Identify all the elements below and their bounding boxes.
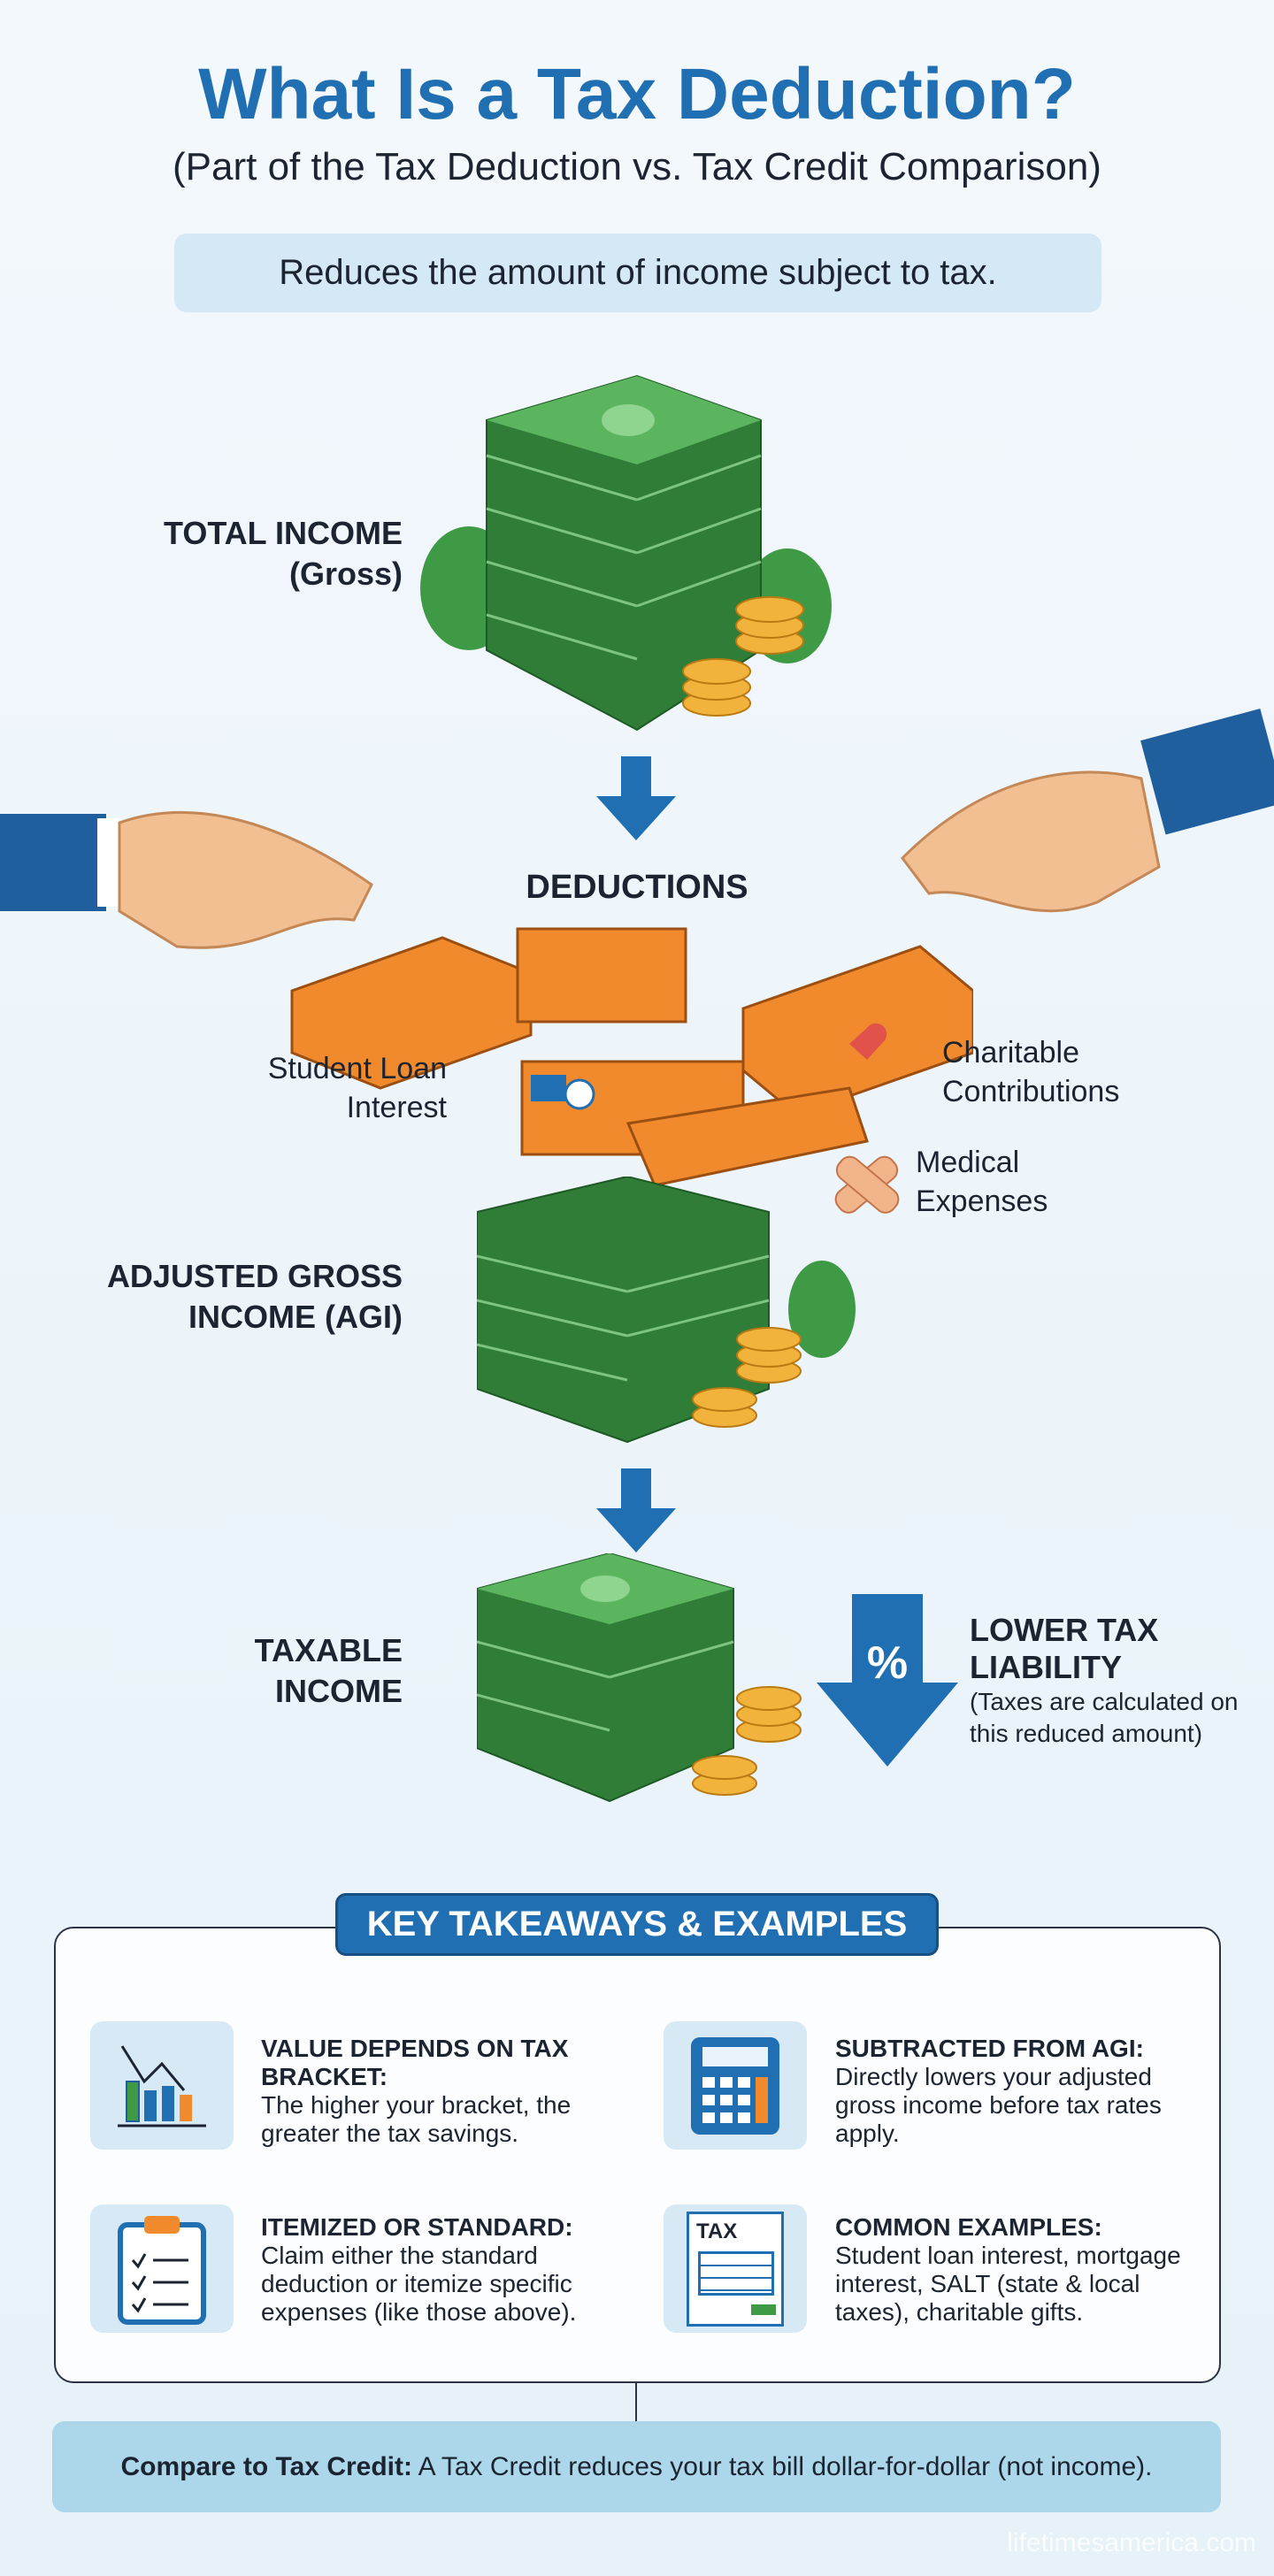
right-hand-illustration — [901, 708, 1274, 913]
page-subtitle: (Part of the Tax Deduction vs. Tax Credi… — [173, 145, 1101, 188]
percent-down-arrow-icon — [817, 1594, 958, 1767]
lower-tax-line1: LOWER TAX — [970, 1612, 1159, 1648]
takeaway-body: Student loan interest, mortgage interest… — [835, 2242, 1181, 2326]
key-takeaways-header: KEY TAKEAWAYS & EXAMPLES — [335, 1893, 939, 1956]
tax-form-label: TAX — [696, 2219, 738, 2243]
total-income-sub: (Gross) — [288, 556, 403, 592]
student-loan-line1: Student Loan — [267, 1052, 447, 1085]
lower-tax-block: LOWER TAX LIABILITY (Taxes are calculate… — [970, 1612, 1239, 1750]
taxable-income-label: TAXABLE INCOME — [142, 1630, 403, 1712]
takeaway-body: Claim either the standard deduction or i… — [261, 2242, 577, 2326]
takeaway-body: Directly lowers your adjusted gross inco… — [835, 2063, 1162, 2147]
compare-text: A Tax Credit reduces your tax bill dolla… — [412, 2451, 1153, 2481]
medical-label: Medical Expenses — [916, 1143, 1048, 1221]
calculator-icon — [664, 2021, 807, 2150]
tax-form-icon: TAX — [664, 2204, 807, 2333]
page-title: What Is a Tax Deduction? — [198, 54, 1076, 134]
lower-tax-line2: LIABILITY — [970, 1649, 1122, 1685]
compare-label: Compare to Tax Credit: — [120, 2451, 413, 2481]
takeaway-title: SUBTRACTED FROM AGI: — [835, 2035, 1144, 2062]
definition-banner: Reduces the amount of income subject to … — [174, 234, 1101, 312]
medical-line1: Medical — [916, 1146, 1020, 1179]
deductions-label: DEDUCTIONS — [526, 869, 748, 906]
compare-tax-credit-banner: Compare to Tax Credit: A Tax Credit redu… — [52, 2421, 1221, 2512]
takeaway-subtracted-agi: SUBTRACTED FROM AGI:Directly lowers your… — [835, 2035, 1189, 2148]
charitable-line2: Contributions — [942, 1075, 1120, 1108]
taxable-line1: TAXABLE — [254, 1632, 403, 1668]
left-hand-illustration — [0, 810, 373, 949]
charitable-line1: Charitable — [942, 1036, 1079, 1070]
agi-line1: ADJUSTED GROSS — [106, 1258, 403, 1294]
total-income-label: TOTAL INCOME (Gross) — [88, 513, 403, 594]
connector-line — [635, 2383, 637, 2421]
student-loan-line2: Interest — [346, 1091, 447, 1124]
takeaway-common-examples: COMMON EXAMPLES:Student loan interest, m… — [835, 2213, 1189, 2327]
bar-chart-icon — [90, 2021, 234, 2150]
percent-symbol: % — [866, 1637, 909, 1689]
takeaway-title: COMMON EXAMPLES: — [835, 2213, 1102, 2241]
money-stack-taxable-illustration — [477, 1553, 802, 1803]
student-loan-label: Student Loan Interest — [168, 1049, 447, 1127]
takeaway-body: The higher your bracket, the greater the… — [261, 2091, 572, 2147]
money-stack-gross-illustration — [420, 374, 832, 732]
watermark: lifetimesamerica.com — [1007, 2528, 1256, 2557]
agi-line2: INCOME (AGI) — [188, 1299, 403, 1335]
deduction-bricks-illustration — [290, 927, 973, 1214]
takeaway-title: VALUE DEPENDS ON TAX BRACKET: — [261, 2035, 569, 2090]
lower-tax-note2: this reduced amount) — [970, 1720, 1203, 1747]
lower-tax-note1: (Taxes are calculated on — [970, 1688, 1239, 1715]
clipboard-checklist-icon — [90, 2204, 234, 2333]
total-income-title: TOTAL INCOME — [164, 515, 403, 551]
charitable-label: Charitable Contributions — [942, 1033, 1119, 1111]
arrow-down-icon — [596, 756, 676, 840]
medical-line2: Expenses — [916, 1184, 1048, 1218]
takeaway-itemized-standard: ITEMIZED OR STANDARD:Claim either the st… — [261, 2213, 615, 2327]
taxable-line2: INCOME — [275, 1673, 403, 1709]
money-stack-agi-illustration — [477, 1177, 856, 1444]
arrow-down-icon-2 — [596, 1468, 676, 1552]
agi-label: ADJUSTED GROSS INCOME (AGI) — [53, 1256, 403, 1338]
takeaway-tax-bracket: VALUE DEPENDS ON TAX BRACKET:The higher … — [261, 2035, 615, 2148]
takeaway-title: ITEMIZED OR STANDARD: — [261, 2213, 573, 2241]
